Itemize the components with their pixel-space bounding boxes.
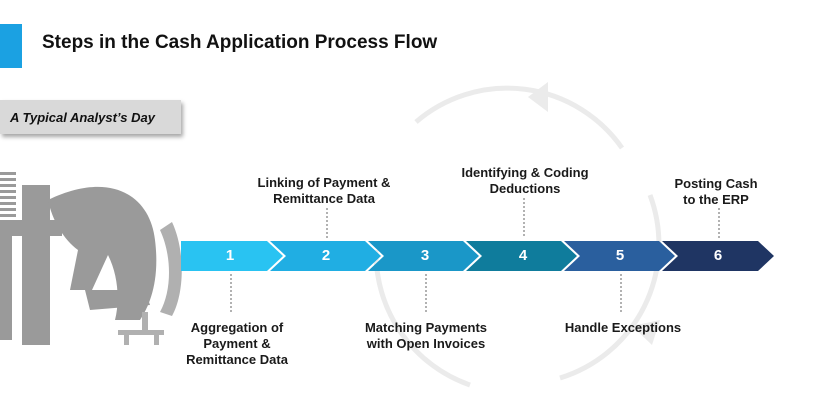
step-1-number: 1: [225, 247, 235, 264]
step-6-chevron: [662, 241, 774, 271]
step-5-label: Handle Exceptions: [564, 320, 682, 335]
step-3-number: 3: [420, 247, 430, 264]
step-5-number: 5: [615, 247, 625, 264]
tired-person-icon: [0, 172, 182, 345]
step-3-label: Matching Payments with Open Invoices: [364, 320, 488, 351]
title-accent-bar: [0, 24, 22, 68]
step-4-number: 4: [518, 247, 528, 264]
step-4-label: Identifying & Coding Deductions: [461, 165, 589, 196]
step-1-chevron: [181, 241, 283, 271]
step-3-chevron: [368, 241, 479, 271]
analyst-day-tag: A Typical Analyst’s Day: [0, 100, 181, 134]
step-5-chevron: [564, 241, 675, 271]
step-6-number: 6: [713, 247, 723, 264]
step-2-number: 2: [321, 247, 331, 264]
step-6-label: Posting Cash to the ERP: [674, 176, 758, 207]
step-chevrons: [181, 241, 774, 271]
step-2-chevron: [270, 241, 381, 271]
page-title: Steps in the Cash Application Process Fl…: [42, 32, 438, 53]
step-2-label: Linking of Payment & Remittance Data: [257, 175, 391, 206]
step-4-chevron: [466, 241, 577, 271]
step-connectors: [230, 198, 720, 314]
analyst-day-tag-label: A Typical Analyst’s Day: [10, 109, 155, 125]
step-1-label: Aggregation of Payment & Remittance Data: [186, 320, 288, 367]
cycle-arrow-icon: [373, 82, 662, 388]
